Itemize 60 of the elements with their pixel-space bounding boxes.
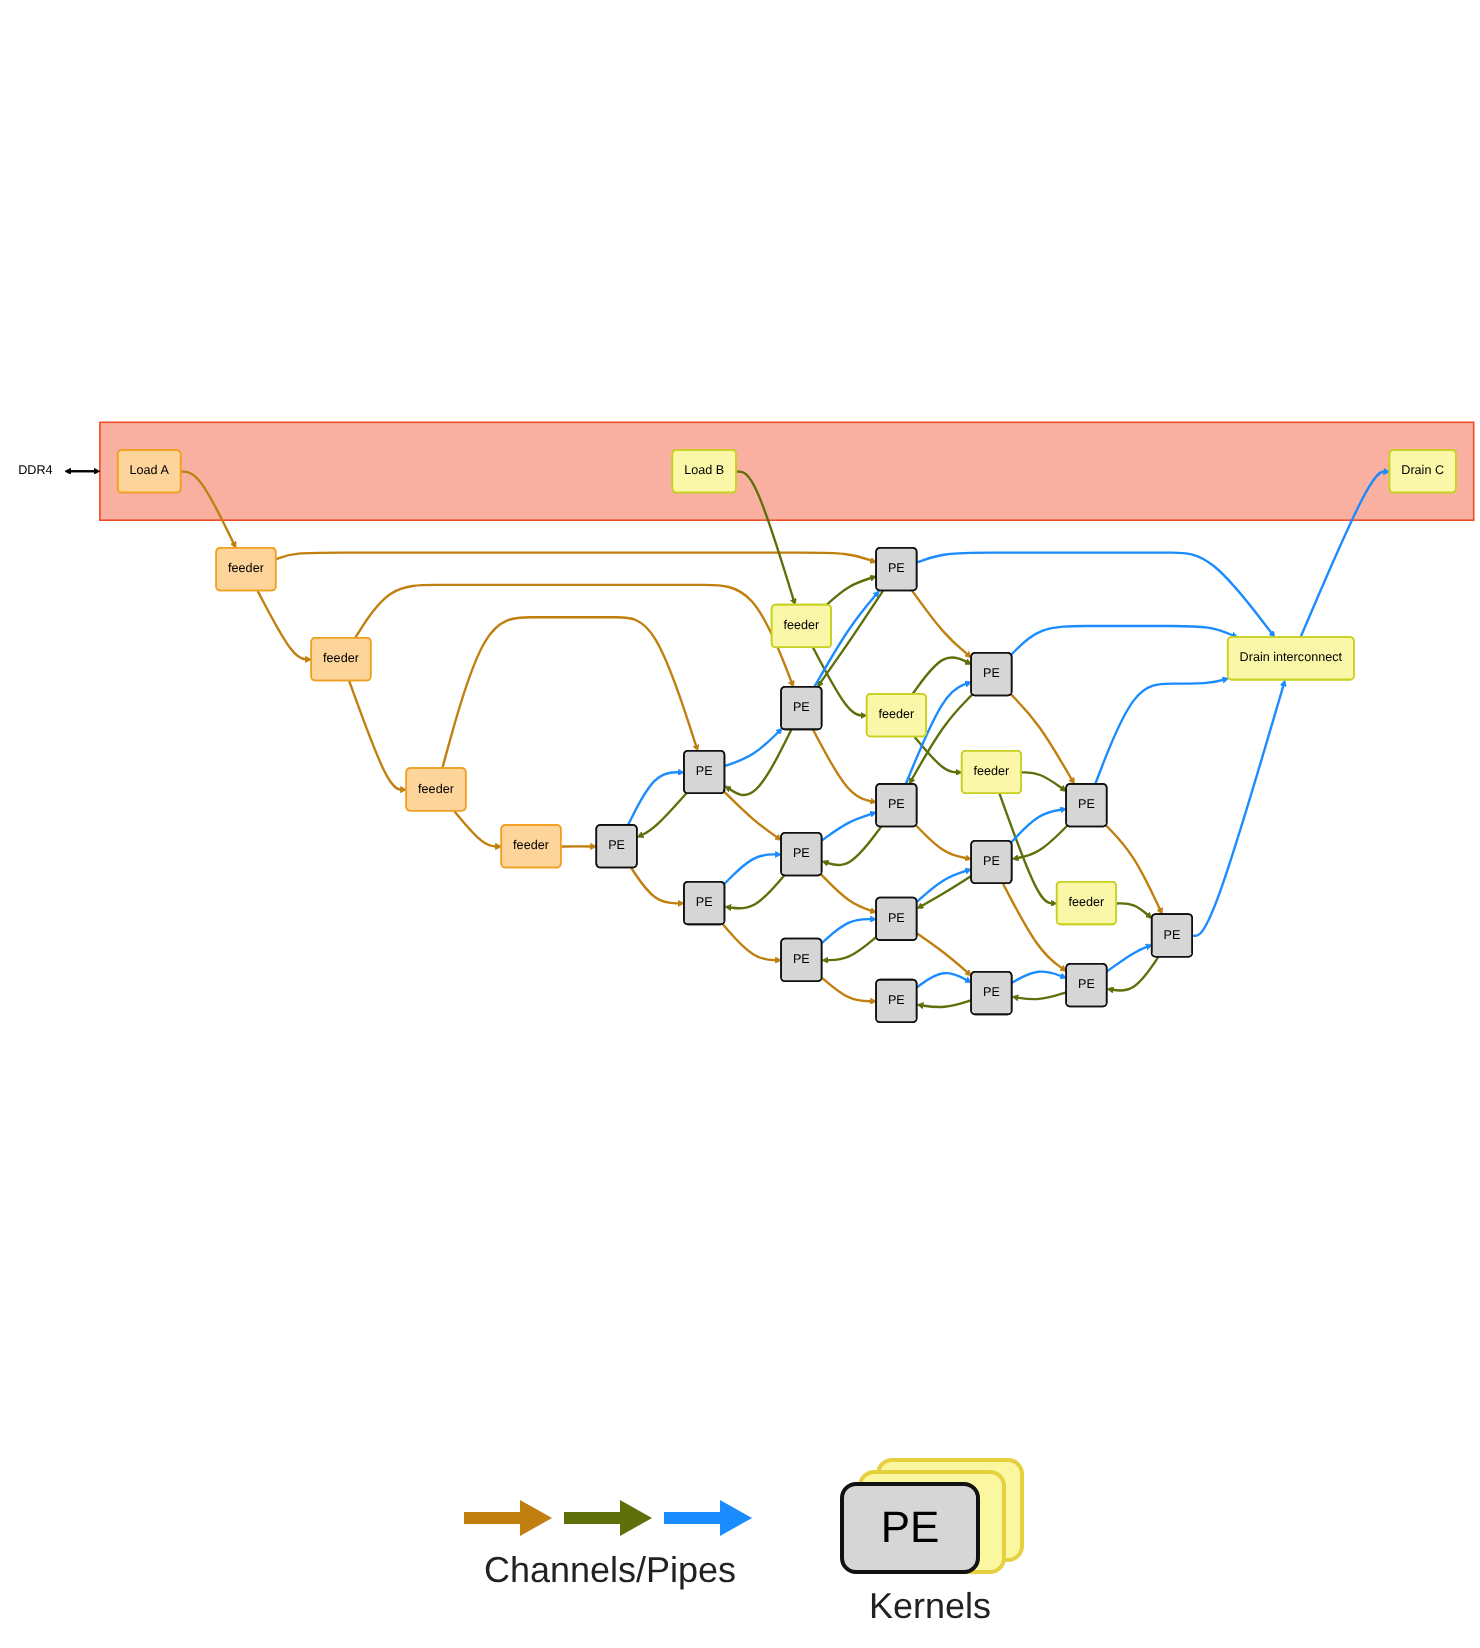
arrow [1299, 468, 1391, 639]
arrow [1106, 957, 1160, 994]
arrow [1192, 680, 1287, 938]
arrow [916, 875, 973, 910]
arrow [721, 924, 782, 965]
arrow [820, 874, 877, 915]
legend-text: Channels/Pipes [483, 1550, 737, 1592]
arrow [64, 468, 101, 476]
arrow [1116, 902, 1153, 920]
arrow [916, 972, 972, 989]
arrow [821, 977, 877, 1006]
arrow [1002, 883, 1067, 973]
arrow [723, 851, 782, 886]
arrow [911, 590, 972, 659]
arrow [1010, 625, 1239, 657]
cluster [99, 422, 1475, 522]
arrow [453, 811, 502, 851]
arrow [256, 591, 312, 664]
kernel-label: PE [840, 1482, 980, 1574]
arrow [998, 794, 1058, 908]
arrow [915, 825, 972, 863]
arrow [724, 728, 783, 768]
arrow [736, 471, 797, 607]
arrow [821, 811, 877, 843]
arrow [724, 729, 793, 797]
arrow [821, 936, 878, 965]
arrow [916, 999, 972, 1010]
arrow [636, 793, 688, 839]
arrow [821, 826, 883, 868]
legend-text: Kernels [868, 1586, 992, 1628]
arrow [181, 471, 237, 550]
arrow [1010, 694, 1075, 786]
arrow [723, 791, 782, 842]
arrow [1105, 825, 1163, 916]
arrow [916, 552, 1276, 639]
arrow [1094, 677, 1230, 786]
arrow [1021, 771, 1067, 793]
arrow [1011, 825, 1069, 863]
arrow [821, 916, 877, 945]
arrow [724, 875, 785, 912]
arrow [354, 584, 795, 689]
arrow [630, 868, 685, 908]
arrow [1106, 944, 1153, 974]
arrow [561, 843, 597, 851]
arrow [916, 933, 972, 977]
arrow [916, 868, 972, 904]
arrow [913, 736, 963, 777]
arrow [904, 681, 972, 786]
arrow [275, 552, 877, 565]
arrow [1011, 971, 1067, 985]
arrow [441, 616, 700, 770]
arrow [908, 694, 974, 786]
arrow [825, 575, 877, 607]
arrow [812, 647, 868, 720]
arrow [812, 729, 877, 806]
arrow [1011, 991, 1067, 1002]
arrow [348, 681, 407, 794]
arrow [911, 656, 972, 696]
arrow [1010, 807, 1067, 844]
arrow [626, 769, 685, 827]
